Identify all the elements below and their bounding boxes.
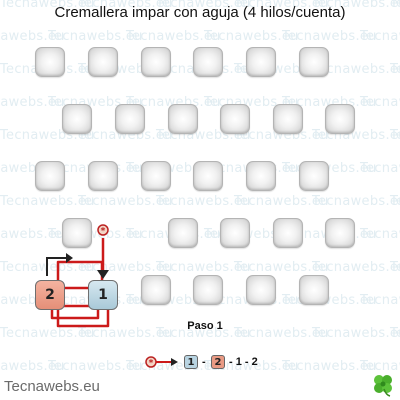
watermark-text: Tecnawebs.eu — [390, 128, 400, 143]
watermark-text: Tecnawebs.eu — [282, 359, 377, 374]
watermark-text: Tecnawebs.eu — [204, 29, 299, 44]
white-bead — [193, 161, 223, 191]
white-bead — [141, 47, 171, 77]
watermark-text: Tecnawebs.eu — [234, 260, 329, 275]
watermark-text: Tecnawebs.eu — [156, 194, 251, 209]
watermark-text: Tecnawebs.eu — [312, 0, 400, 11]
watermark-text: Tecnawebs.eu — [312, 62, 400, 77]
watermark-text: Tecnawebs.eu — [156, 260, 251, 275]
white-bead — [220, 104, 250, 134]
watermark-text: Tecnawebs.eu — [234, 326, 329, 341]
bead-1: 1 — [88, 280, 118, 310]
white-bead — [141, 161, 171, 191]
watermark-text: Tecnawebs.eu — [312, 326, 400, 341]
watermark-text: Tecnawebs.eu — [360, 95, 400, 110]
watermark-text: Tecnawebs.eu — [156, 326, 251, 341]
watermark-text: Tecnawebs.eu — [360, 29, 400, 44]
bead-2-label: 2 — [45, 287, 55, 303]
legend-sep: - — [202, 356, 206, 368]
watermark-text: Tecnawebs.eu — [234, 194, 329, 209]
watermark-text: Tecnawebs.eu — [390, 0, 400, 11]
watermark-text: Tecnawebs.eu — [360, 227, 400, 242]
watermark-text: Tecnawebs.eu — [78, 128, 173, 143]
legend-box-1: 1 — [184, 355, 198, 369]
white-bead — [246, 161, 276, 191]
white-bead — [325, 218, 355, 248]
watermark-text: Tecnawebs.eu — [234, 0, 329, 11]
watermark-text: Tecnawebs.eu — [78, 0, 173, 11]
white-bead — [62, 104, 92, 134]
white-bead — [299, 275, 329, 305]
four-leaf-clover-icon — [374, 375, 392, 397]
watermark-text: Tecnawebs.eu — [204, 359, 299, 374]
white-bead — [115, 104, 145, 134]
white-bead — [62, 218, 92, 248]
white-bead — [35, 161, 65, 191]
watermark-text: Tecnawebs.eu — [360, 293, 400, 308]
watermark-text: Tecnawebs.eu — [0, 326, 95, 341]
watermark-text: Tecnawebs.eu — [0, 359, 65, 374]
bead-1-label: 1 — [98, 287, 108, 303]
watermark-text: Tecnawebs.eu — [390, 62, 400, 77]
white-bead — [246, 47, 276, 77]
white-bead — [168, 218, 198, 248]
watermark-text: Tecnawebs.eu — [126, 29, 221, 44]
svg-text:*: * — [101, 227, 106, 237]
watermark-text: Tecnawebs.eu — [282, 29, 377, 44]
watermark-text: Tecnawebs.eu — [78, 326, 173, 341]
white-bead — [299, 161, 329, 191]
white-bead — [141, 275, 171, 305]
needle-icon: * — [145, 356, 178, 369]
watermark-text: Tecnawebs.eu — [78, 194, 173, 209]
white-bead — [299, 47, 329, 77]
watermark-text: Tecnawebs.eu — [234, 128, 329, 143]
white-bead — [193, 275, 223, 305]
watermark-text: Tecnawebs.eu — [48, 359, 143, 374]
page-title: Cremallera impar con aguja (4 hilos/cuen… — [54, 4, 346, 21]
white-bead — [273, 218, 303, 248]
watermark-text: Tecnawebs.eu — [360, 359, 400, 374]
watermark-text: Tecnawebs.eu — [156, 0, 251, 11]
needle-icon — [97, 224, 109, 236]
watermark-text: Tecnawebs.eu — [0, 95, 65, 110]
white-bead — [220, 218, 250, 248]
watermark-text: Tecnawebs.eu — [360, 161, 400, 176]
watermark-text: Tecnawebs.eu — [390, 260, 400, 275]
watermark-text: Tecnawebs.eu — [312, 260, 400, 275]
watermark-text: Tecnawebs.eu — [0, 227, 65, 242]
watermark-text: Tecnawebs.eu — [48, 29, 143, 44]
watermark-text: Tecnawebs.eu — [0, 29, 65, 44]
watermark-text: Tecnawebs.eu — [390, 326, 400, 341]
watermark-text: Tecnawebs.eu — [0, 0, 95, 11]
white-bead — [168, 104, 198, 134]
watermark-text: Tecnawebs.eu — [390, 194, 400, 209]
footer-brand: Tecnawebs.eu — [4, 378, 100, 395]
watermark-text: Tecnawebs.eu — [312, 194, 400, 209]
legend-box-2: 2 — [211, 355, 225, 369]
white-bead — [193, 47, 223, 77]
white-bead — [88, 47, 118, 77]
step-label: Paso 1 — [187, 320, 223, 332]
white-bead — [88, 161, 118, 191]
legend-sequence: - 1 - 2 — [229, 356, 258, 368]
white-bead — [325, 104, 355, 134]
svg-text:*: * — [149, 359, 154, 369]
bead-2: 2 — [35, 280, 65, 310]
white-bead — [246, 275, 276, 305]
white-bead — [35, 47, 65, 77]
watermark-text: Tecnawebs.eu — [0, 194, 95, 209]
white-bead — [273, 104, 303, 134]
